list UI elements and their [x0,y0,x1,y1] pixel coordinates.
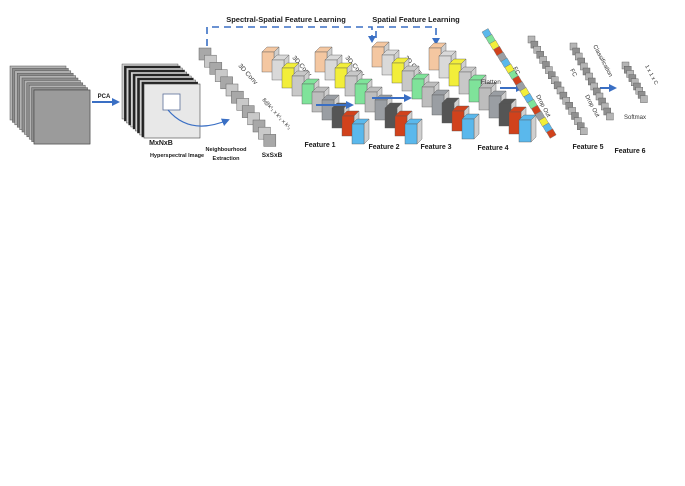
feature-4-block [428,42,537,143]
fc2-label: FC [568,68,577,78]
feature-2-label: Feature 2 [368,144,399,151]
feature-4-label: Feature 4 [477,145,508,152]
feature-3-label: Feature 3 [420,144,451,151]
spectral-spatial-bracket [206,26,376,46]
neighbourhood-label: Neighbourhood [206,147,247,153]
extraction-label: Extraction [213,156,241,162]
band-sheet [33,89,91,145]
spatial-header: Spatial Feature Learning [372,15,460,24]
patch-stack [198,47,277,147]
hyperspectral-image-caption: Hyperspectral Image [150,153,204,159]
fc2-column [569,42,614,121]
output-size-label: 1 x 1 x C [643,64,658,86]
feature-1-label: Feature 1 [304,142,335,149]
softmax-label: Softmax [624,115,646,121]
cube-front [404,123,418,145]
reduced-cube [121,63,201,139]
reduced-front [143,83,201,139]
classification-label: Classification [591,44,613,78]
neighbourhood-window [162,93,181,111]
output-column [621,61,648,103]
extraction-arrow [167,109,230,127]
flatten-cell [546,128,557,139]
output-neuron [640,95,648,103]
cube-side [530,114,537,143]
fc2-neuron [606,112,614,121]
conv1-label: 3D Conv [237,63,260,87]
patch-size-label: SxSxB [262,152,283,159]
feature-3-block [371,41,480,140]
fc1-label: FC [511,66,520,76]
flatten-vector [481,28,557,139]
feature-2-block [314,46,423,145]
patch [263,134,277,147]
fc1-neuron [580,127,588,136]
cube-size-label: MxNxB [149,140,173,147]
feature-6-label: Feature 6 [614,148,645,155]
flatten-label: Flatten [481,79,501,86]
feature-1-block [261,46,370,145]
hyperspectral-band-stack [9,65,91,145]
spectral-spatial-header: Spectral-Spatial Feature Learning [226,15,346,24]
spatial-bracket [375,26,440,45]
feature-5-label: Feature 5 [572,144,603,151]
pca-label: PCA [98,94,111,100]
cube-front [518,119,532,143]
cube-front [351,123,365,145]
fc1-column [527,35,588,136]
cube-front [461,118,475,140]
